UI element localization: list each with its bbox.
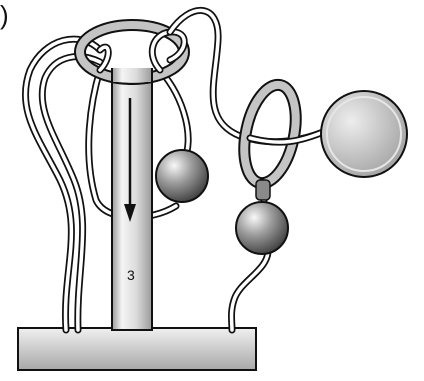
large-disc [321, 91, 407, 177]
vertical-rod [112, 70, 152, 330]
rod-top [112, 68, 152, 82]
ball-lower [236, 202, 288, 254]
connector-clip [256, 180, 270, 200]
ball-center [156, 150, 208, 202]
panel-marker: ) [0, 0, 9, 30]
small-ring [236, 80, 304, 188]
base-block [18, 328, 256, 370]
step-number-label: 3 [127, 267, 135, 283]
